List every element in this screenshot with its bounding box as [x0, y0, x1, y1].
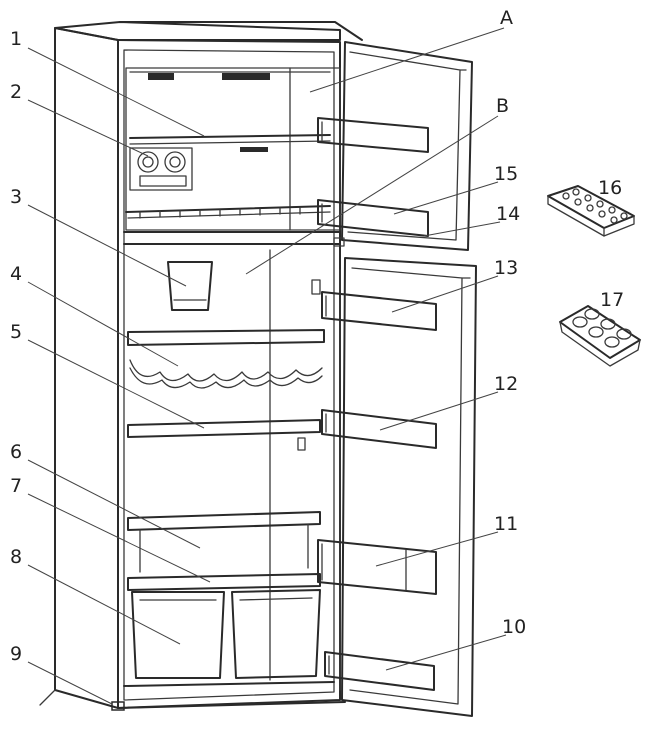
callout-label-B: B	[496, 95, 509, 117]
fresh-food-compartment	[123, 249, 335, 687]
callout-label-8: 8	[10, 546, 22, 568]
callout-label-11: 11	[494, 513, 518, 535]
leader-6	[27, 459, 201, 549]
leader-5	[27, 339, 205, 429]
callout-label-14: 14	[496, 203, 520, 225]
leader-B	[245, 115, 499, 275]
callout-label-4: 4	[10, 263, 22, 285]
callout-label-15: 15	[494, 163, 518, 185]
leader-4	[27, 281, 179, 367]
leader-7	[27, 493, 211, 583]
callout-label-6: 6	[10, 441, 22, 463]
leader-1	[27, 47, 205, 137]
leader-10	[385, 634, 507, 671]
freezer-compartment	[123, 67, 341, 245]
leader-13	[391, 275, 499, 313]
callout-label-5: 5	[10, 321, 22, 343]
fridge-cabinet	[39, 21, 363, 711]
callout-label-12: 12	[494, 373, 518, 395]
callout-label-3: 3	[10, 186, 22, 208]
callout-label-13: 13	[494, 257, 518, 279]
egg-tray	[559, 305, 641, 367]
callout-label-1: 1	[10, 28, 22, 50]
leader-11	[375, 531, 499, 567]
callout-label-16: 16	[598, 177, 622, 199]
callout-label-7: 7	[10, 475, 22, 497]
callout-label-9: 9	[10, 643, 22, 665]
callout-label-10: 10	[502, 616, 526, 638]
leader-14	[423, 221, 501, 237]
ice-cube-tray	[547, 185, 635, 237]
leader-9	[27, 661, 113, 705]
foot	[111, 701, 125, 711]
leader-A	[309, 27, 505, 93]
temperature-control-knobs	[129, 147, 193, 191]
freezer-door	[317, 41, 473, 251]
leader-2	[27, 99, 149, 157]
callout-label-2: 2	[10, 81, 22, 103]
crisper-drawers	[131, 589, 321, 679]
fresh-food-door	[297, 257, 477, 717]
callout-label-17: 17	[600, 289, 624, 311]
leader-3	[27, 204, 187, 287]
leader-8	[27, 564, 181, 645]
callout-labels: A B 1 2 3 4 5 6 7 8 9 10 11 12 13 14 15 …	[10, 7, 624, 665]
leader-lines	[27, 27, 507, 705]
leader-15	[393, 181, 499, 215]
callout-label-A: A	[500, 7, 513, 29]
leader-12	[379, 391, 499, 431]
